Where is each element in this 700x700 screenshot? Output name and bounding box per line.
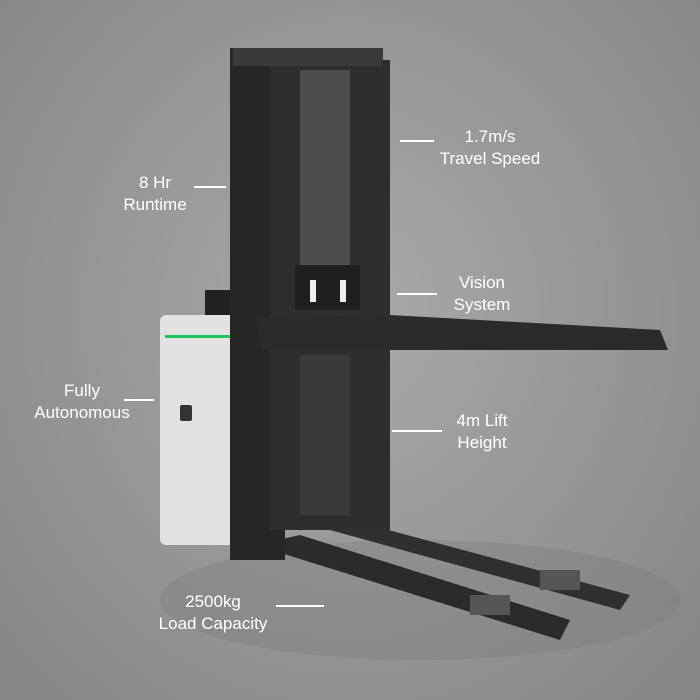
- vision-leader: [397, 293, 437, 295]
- runtime-value: 8 Hr: [138, 173, 172, 192]
- travel-speed-caption: Travel Speed: [439, 149, 541, 168]
- lift-height-caption: Height: [457, 433, 507, 452]
- battery-housing: [160, 315, 240, 545]
- raised-forks: [255, 315, 668, 350]
- runtime-leader: [194, 186, 226, 188]
- travel-speed-value: 1.7m/s: [464, 127, 516, 146]
- travel-speed-leader: [400, 140, 434, 142]
- mast-top: [233, 48, 383, 66]
- vision-sensor-block: [295, 265, 360, 310]
- load-capacity-leader: [276, 605, 324, 607]
- load-capacity-caption: Load Capacity: [158, 614, 268, 633]
- autonomous-callout: Fully Autonomous: [22, 380, 142, 424]
- lift-height-callout: 4m Lift Height: [432, 410, 532, 454]
- autonomous-leader: [124, 399, 154, 401]
- runtime-caption: Runtime: [123, 195, 187, 214]
- vision-callout: Vision System: [432, 272, 532, 316]
- vision-caption: System: [453, 295, 511, 314]
- load-capacity-value: 2500kg: [185, 592, 241, 611]
- lift-height-value: 4m Lift: [456, 411, 508, 430]
- runtime-callout: 8 Hr Runtime: [105, 172, 205, 216]
- travel-speed-callout: 1.7m/s Travel Speed: [420, 126, 560, 170]
- lower-chain: [300, 355, 350, 515]
- handle: [180, 405, 192, 421]
- autonomous-value: Fully: [64, 381, 100, 400]
- fork-wheel-right: [540, 570, 580, 590]
- vision-value: Vision: [459, 273, 505, 292]
- load-capacity-callout: 2500kg Load Capacity: [143, 591, 283, 635]
- status-light-strip: [165, 335, 237, 338]
- fork-wheel-left: [470, 595, 510, 615]
- lift-height-leader: [392, 430, 442, 432]
- autonomous-caption: Autonomous: [34, 403, 130, 422]
- lift-chain: [300, 70, 350, 270]
